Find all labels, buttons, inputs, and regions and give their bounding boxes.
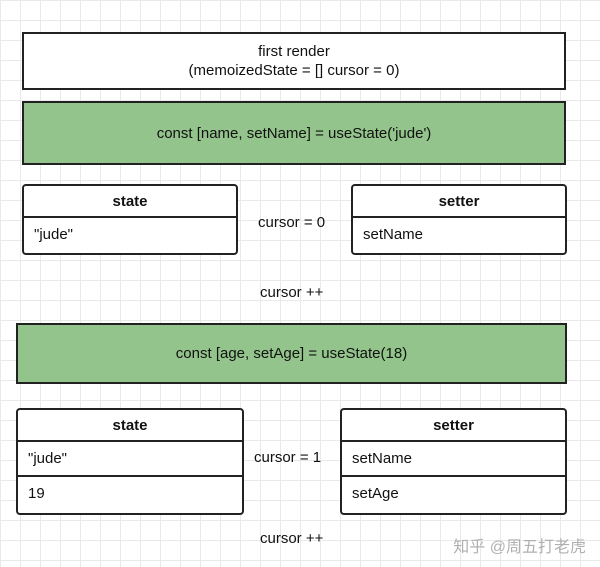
hook1-code-box: const [name, setName] = useState('jude') — [22, 101, 566, 165]
hook2-state-value-0: "jude" — [28, 450, 68, 467]
hook2-cursor-label: cursor = 1 — [254, 449, 322, 466]
hook1-state-value-0: "jude" — [34, 226, 74, 243]
first-render-subtitle: (memoizedState = [] cursor = 0) — [188, 62, 400, 79]
hook2-code-text: const [age, setAge] = useState(18) — [175, 345, 408, 362]
hook2-state-header: state — [18, 410, 242, 442]
hook1-setter-value-0: setName — [363, 226, 424, 243]
hook1-state-header: state — [24, 186, 236, 218]
hook2-code-box: const [age, setAge] = useState(18) — [16, 323, 567, 384]
hook2-state-value-1: 19 — [18, 475, 242, 510]
hook1-setter-header: setter — [353, 186, 565, 218]
first-render-box: first render (memoizedState = [] cursor … — [22, 32, 566, 90]
hook1-setter-table: setter setName — [351, 184, 567, 255]
hook2-setter-value-0: setName — [352, 450, 413, 467]
cursor-increment-label-1: cursor ++ — [260, 284, 324, 301]
first-render-title: first render — [258, 43, 330, 60]
hook2-state-table: state "jude" 19 — [16, 408, 244, 515]
hook1-cursor-label: cursor = 0 — [258, 214, 326, 231]
hook1-code-text: const [name, setName] = useState('jude') — [156, 124, 432, 142]
hook2-setter-value-1: setAge — [342, 475, 565, 510]
cursor-increment-label-2: cursor ++ — [260, 530, 324, 547]
hook1-state-table: state "jude" — [22, 184, 238, 255]
hook2-setter-header: setter — [342, 410, 565, 442]
hook2-setter-table: setter setName setAge — [340, 408, 567, 515]
watermark-text: 知乎 @周五打老虎 — [453, 539, 586, 556]
